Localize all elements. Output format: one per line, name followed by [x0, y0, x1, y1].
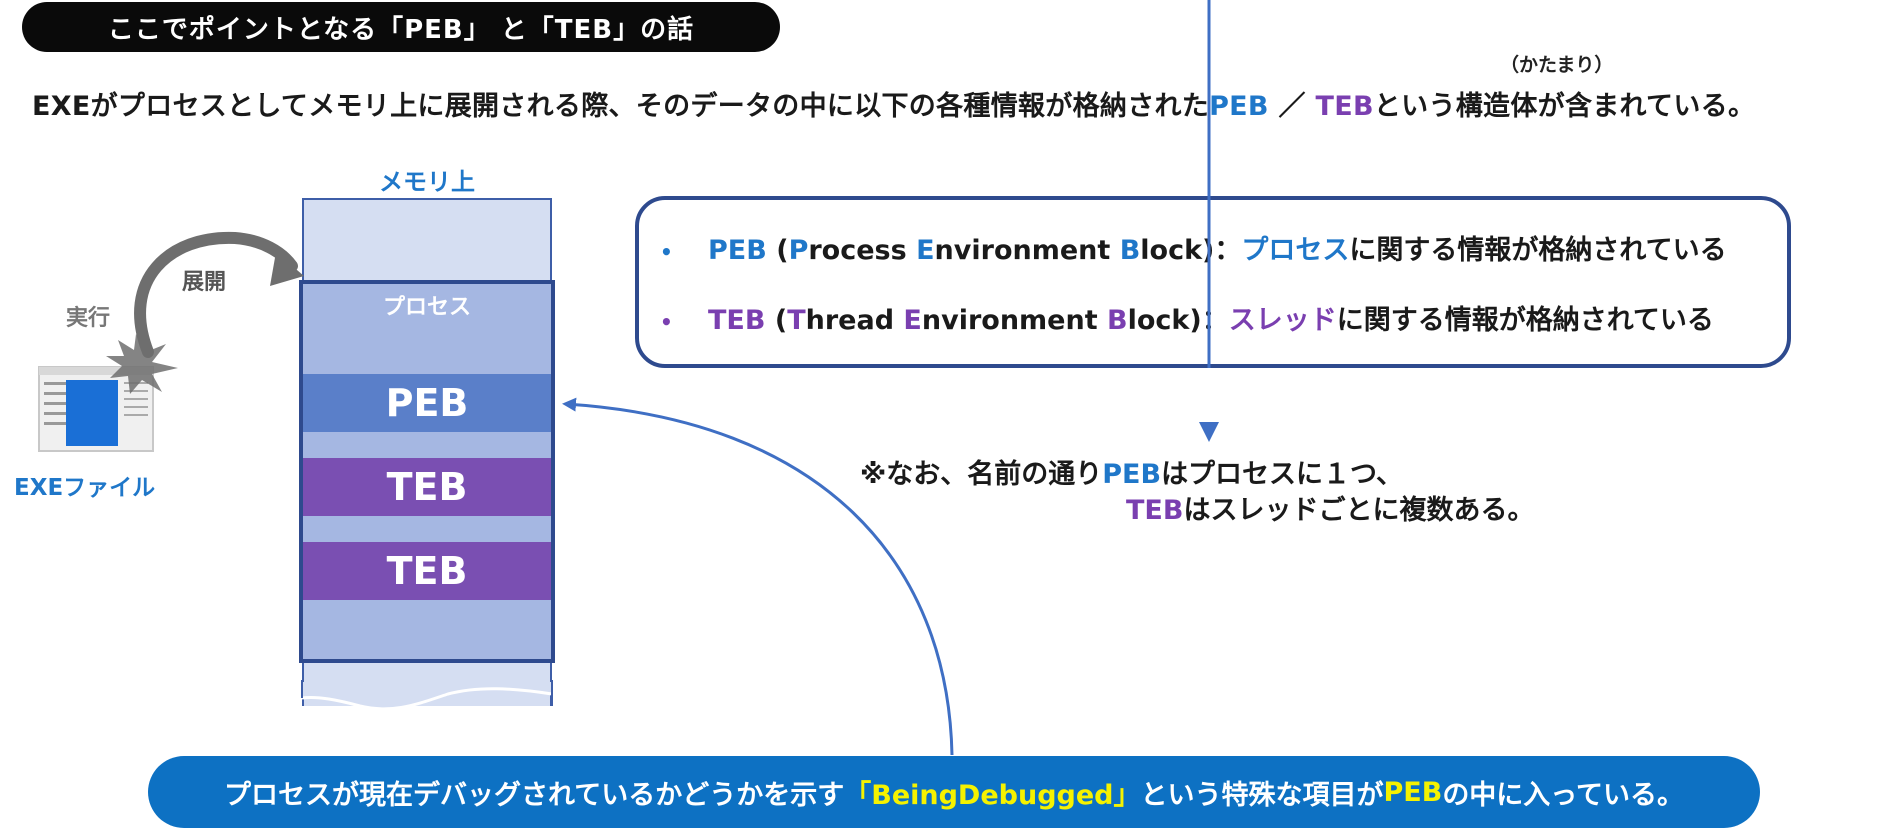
peb-open: ( [766, 235, 789, 266]
info-row-teb: •TEB (Thread Environment Block)：スレッドに関する… [660, 298, 1714, 337]
banner-highlight: 「BeingDebugged」 [844, 779, 1141, 811]
banner-peb: PEB [1383, 776, 1443, 808]
peb-init-p: P [788, 235, 809, 266]
note-line-1: ※なお、名前の通りPEBはプロセスに１つ、 [860, 452, 1403, 491]
peb-tail: に関する情報が格納されている [1349, 235, 1727, 266]
lead-peb: PEB [1209, 91, 1269, 122]
process-label: プロセス [382, 295, 471, 320]
peb-init-b: B [1119, 235, 1141, 266]
peb-block: PEB [303, 374, 551, 432]
peb-highlight: プロセス [1241, 235, 1350, 266]
bullet-peb: • [660, 239, 673, 264]
note-pre: ※なお、名前の通り [860, 459, 1103, 490]
teb-init-t: T [787, 305, 806, 336]
peb-init-e: E [916, 235, 935, 266]
peb-name: PEB [708, 235, 767, 266]
note-line-2: TEBはスレッドごとに複数ある。 [1126, 488, 1534, 527]
memory-label: メモリ上 [379, 168, 475, 196]
beingdebugged-banner: プロセスが現在デバッグされているかどうかを示す「BeingDebugged」とい… [148, 756, 1760, 828]
lead-post: という構造体が含まれている。 [1373, 91, 1756, 122]
banner-pre: プロセスが現在デバッグされているかどうかを示す [224, 779, 845, 811]
memory-wave-bottom [301, 680, 553, 711]
note-post-1: はプロセスに１つ、 [1161, 459, 1403, 490]
teb-init-b: B [1107, 305, 1128, 336]
peb-word-1: rocess [808, 235, 917, 266]
info-box [635, 196, 1791, 368]
teb-highlight: スレッド [1228, 305, 1337, 336]
down-arrow-icon [1199, 0, 1219, 442]
deploy-label: 展開 [182, 270, 227, 295]
teb-word-2: nvironment [921, 305, 1108, 336]
banner-post: の中に入っている。 [1442, 779, 1684, 811]
lead-teb: TEB [1315, 91, 1374, 122]
page-title: ここでポイントとなる「PEB」 と「TEB」の話 [22, 2, 780, 52]
banner-mid: という特殊な項目が [1140, 779, 1384, 811]
run-label: 実行 [66, 306, 111, 331]
teb-init-e: E [903, 305, 922, 336]
lead-sentence: EXEがプロセスとしてメモリ上に展開される際、そのデータの中に以下の各種情報が格… [32, 84, 1755, 123]
teb-open: ( [765, 305, 788, 336]
exe-window-icon [38, 366, 154, 452]
teb-name: TEB [708, 305, 766, 336]
note-teb: TEB [1126, 495, 1184, 526]
ruby-annotation: （かたまり） [1500, 54, 1614, 76]
exe-file-label: EXEファイル [14, 475, 156, 501]
lead-pre: EXEがプロセスとしてメモリ上に展開される際、そのデータの中に以下の各種情報が格… [32, 91, 1210, 122]
peb-word-3: lock [1140, 235, 1203, 266]
teb-block-1: TEB [303, 458, 551, 516]
burst-icon [106, 334, 178, 394]
info-row-peb: •PEB (Process Environment Block)：プロセスに関す… [660, 228, 1727, 267]
bullet-teb: • [660, 309, 673, 334]
lead-slash: ／ [1268, 91, 1316, 122]
teb-block-2: TEB [303, 542, 551, 600]
note-post-2: はスレッドごとに複数ある。 [1183, 495, 1535, 526]
teb-word-3: lock [1127, 305, 1190, 336]
curved-arrow-icon [134, 231, 304, 358]
connector-arrow-icon [562, 397, 954, 756]
teb-word-1: hread [805, 305, 904, 336]
teb-tail: に関する情報が格納されている [1336, 305, 1714, 336]
peb-word-2: nvironment [934, 235, 1120, 266]
note-peb: PEB [1102, 459, 1162, 490]
